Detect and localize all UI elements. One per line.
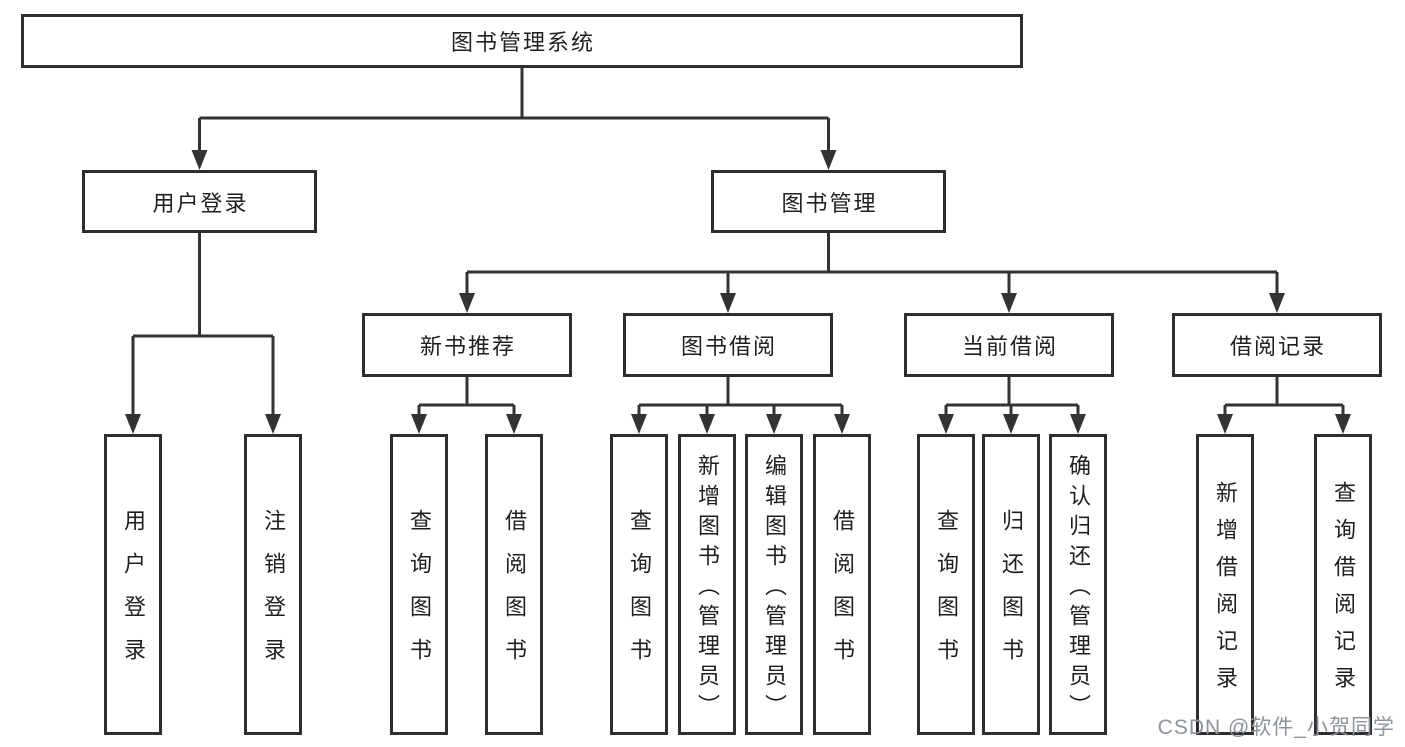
leaf-add-books-admin: 新增图书（管理员） (678, 434, 736, 735)
leaf-edit-books-admin: 编辑图书（管理员） (745, 434, 803, 735)
leaf-user-login: 用户登录 (104, 434, 162, 735)
leaf-label: 查询图书 (407, 509, 432, 681)
leaf-confirm-return-admin: 确认归还（管理员） (1049, 434, 1107, 735)
node-new-book-recommendation: 新书推荐 (362, 313, 572, 377)
leaf-label: 查询图书 (934, 509, 959, 681)
node-label: 图书管理系统 (450, 30, 595, 55)
branch-root (199, 68, 829, 120)
branch-current-borrowing (946, 377, 1078, 407)
leaf-borrow-books-recommend: 借阅图书 (485, 434, 543, 735)
leaf-query-books-borrow: 查询图书 (610, 434, 668, 735)
branch-new-book-recommendation (419, 377, 514, 407)
branch-book-borrowing (639, 377, 842, 407)
node-label: 图书借阅 (680, 334, 777, 359)
leaf-query-books-recommend: 查询图书 (390, 434, 448, 735)
leaf-label: 借阅图书 (830, 509, 855, 681)
node-label: 借阅记录 (1229, 334, 1326, 359)
node-label: 新书推荐 (419, 334, 516, 359)
watermark: CSDN @软件_小贺同学 (1157, 716, 1395, 739)
node-root-system: 图书管理系统 (21, 14, 1023, 68)
node-label: 图书管理 (781, 190, 878, 216)
branch-borrowing-records (1225, 377, 1343, 407)
leaf-label: 查询借阅记录 (1331, 481, 1356, 703)
leaf-logout: 注销登录 (244, 434, 302, 735)
leaf-return-books: 归还图书 (982, 434, 1040, 735)
leaf-label: 编辑图书（管理员） (762, 453, 787, 724)
leaf-label: 归还图书 (999, 509, 1024, 681)
node-borrowing-records: 借阅记录 (1172, 313, 1382, 377)
leaf-label: 新增图书（管理员） (695, 453, 720, 724)
leaf-label: 新增借阅记录 (1213, 481, 1238, 703)
node-label: 当前借阅 (961, 334, 1058, 359)
node-book-borrowing: 图书借阅 (623, 313, 833, 377)
branch-user-login (133, 233, 273, 338)
leaf-label: 借阅图书 (502, 509, 527, 681)
node-current-borrowing: 当前借阅 (904, 313, 1114, 377)
branch-book-management (467, 233, 1277, 274)
leaf-label: 用户登录 (121, 509, 146, 681)
leaf-label: 注销登录 (261, 509, 286, 681)
node-book-management: 图书管理 (711, 170, 946, 233)
leaf-label: 确认归还（管理员） (1066, 453, 1091, 724)
leaf-add-borrow-record: 新增借阅记录 (1196, 434, 1254, 735)
leaf-query-borrow-record: 查询借阅记录 (1314, 434, 1372, 735)
node-label: 用户登录 (152, 190, 249, 216)
leaf-borrow-books: 借阅图书 (813, 434, 871, 735)
node-user-login: 用户登录 (82, 170, 317, 233)
leaf-label: 查询图书 (627, 509, 652, 681)
leaf-query-books-current: 查询图书 (917, 434, 975, 735)
